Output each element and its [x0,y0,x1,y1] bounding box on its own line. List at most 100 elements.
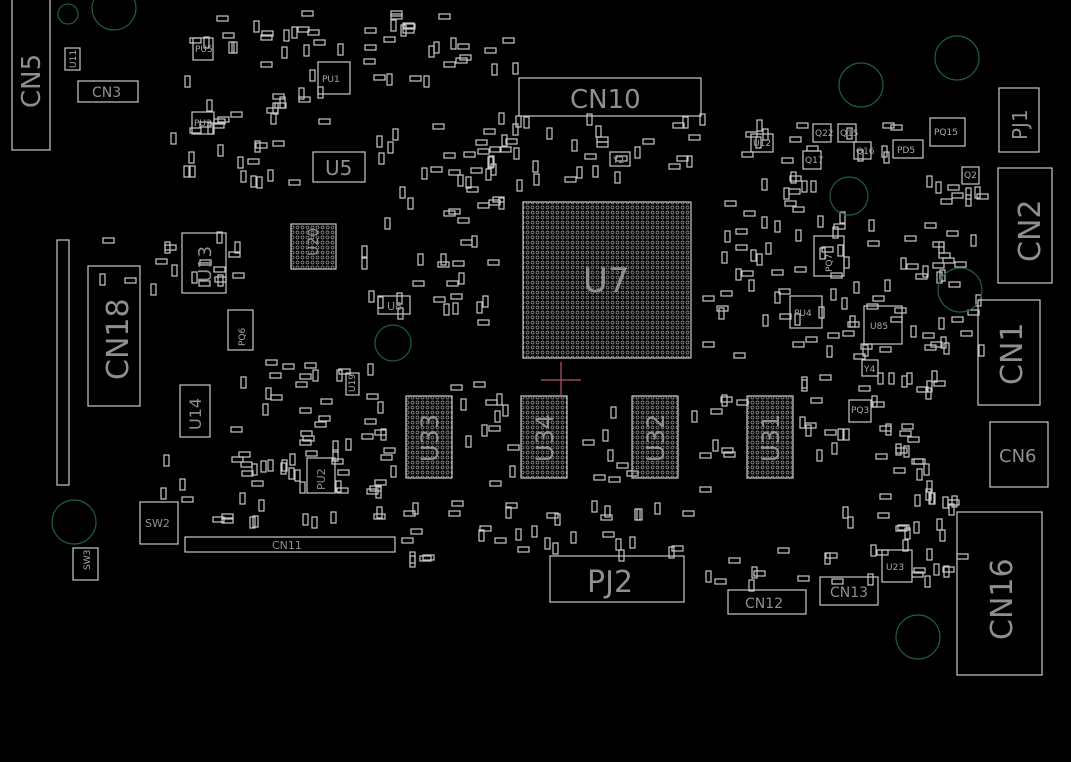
passive-pad [607,449,614,462]
svg-text:PD5: PD5 [897,146,915,156]
connector-cn12[interactable]: CN12 [727,589,807,615]
passive-pad [890,316,903,323]
chip-u5[interactable]: U5 [312,151,366,183]
passive-pad [642,138,655,145]
passive-pad [260,460,267,473]
passive-pad [913,567,926,574]
transistor-pq7[interactable]: PQ7 [813,235,845,277]
passive-pad [753,570,766,577]
connector-cn11[interactable]: CN11 [184,536,396,553]
passive-pad [778,288,791,295]
passive-pad [417,253,424,266]
passive-pad [900,257,907,270]
passive-pad [901,423,914,430]
passive-pad [318,415,331,422]
passive-pad [505,506,512,519]
chip-pu5[interactable]: PU5 [192,37,214,61]
transistor-q22[interactable]: Q22 [812,123,834,143]
passive-pad [440,253,447,266]
passive-pad [736,399,749,406]
mounting-holes [51,0,983,660]
chip-u12[interactable]: U12 [750,133,774,153]
jack-pj2[interactable]: PJ2 [549,555,685,603]
passive-pad [198,280,211,287]
transistor-q2[interactable]: Q2 [961,166,980,185]
passive-pad [191,271,198,284]
connector-cn13[interactable]: CN13 [819,576,879,606]
passive-pad [373,74,386,81]
passive-pad [604,505,611,518]
passive-pad [794,313,801,326]
passive-pad [805,424,812,437]
chip-u19[interactable]: U19 [345,372,360,396]
chip-u11[interactable]: U11 [64,47,81,71]
chip-pu2[interactable]: PU2 [306,457,336,494]
transistor-pq3[interactable]: PQ3 [848,399,872,423]
chip-u8[interactable]: U8 [377,295,411,315]
chip-pu1[interactable]: PU1 [317,61,351,95]
passive-pad [976,193,989,200]
chip-u13[interactable]: U13 [181,232,227,294]
memory-u31[interactable]: U31 [746,395,794,479]
connector-cn1[interactable]: CN1 [977,299,1041,406]
chip-u23[interactable]: U23 [881,549,913,583]
transistor-q16[interactable]: Q16 [853,141,875,160]
cpu-u7[interactable]: U7 [522,201,692,359]
connector-cn2[interactable]: CN2 [997,167,1053,284]
passive-pad [214,276,227,283]
chip-u14[interactable]: U14 [179,384,211,438]
passive-pad [761,178,768,191]
passive-pad [288,179,301,186]
switch-sw2[interactable]: SW2 [139,501,179,545]
chip-u20[interactable]: U20 [290,223,337,270]
crystal-y2[interactable]: Y2 [609,151,631,167]
passive-pad [616,462,629,469]
connector-cn5[interactable]: CN5 [11,0,51,151]
transistor-q17[interactable]: Q17 [802,150,824,170]
passive-pad [255,142,268,149]
passive-pad [364,44,377,51]
jack-pj1[interactable]: PJ1 [998,87,1040,153]
passive-pad [443,210,456,217]
svg-text:Q15: Q15 [840,129,859,139]
switch-sw3[interactable]: SW3 [72,547,99,581]
passive-pad [213,266,226,273]
passive-pad [723,451,736,458]
passive-pad [923,463,930,476]
passive-pad [368,290,375,303]
transistor-pq6[interactable]: PQ6 [227,309,254,351]
passive-pad [721,447,734,454]
crystal-y4[interactable]: Y4 [861,359,879,377]
chip-pu3[interactable]: PU3 [191,111,215,135]
passive-pad [465,435,472,448]
passive-pad [610,406,617,419]
passive-pad [895,443,902,456]
passive-pad [779,313,792,320]
passive-pad [672,122,685,129]
passive-pad [184,75,191,88]
passive-pad [199,259,212,266]
passive-pad [512,62,519,75]
passive-pad [825,552,838,559]
connector-cn6[interactable]: CN6 [989,421,1049,488]
connector-cn16[interactable]: CN16 [956,511,1043,676]
transistor-q15[interactable]: Q15 [837,123,859,143]
passive-pad [615,155,628,162]
chip-u85[interactable]: U85 [863,305,903,345]
passive-pad [819,374,832,381]
diode-pd5[interactable]: PD5 [892,139,924,159]
memory-u33[interactable]: U33 [405,395,453,479]
memory-u32[interactable]: U32 [631,395,679,479]
chip-pu4[interactable]: PU4 [789,295,823,329]
connector-cn10[interactable]: CN10 [518,77,702,117]
connector-cn3[interactable]: CN3 [77,80,139,103]
passive-pad [305,450,318,457]
connector-cn18[interactable]: CN18 [56,239,141,486]
passive-pad [237,156,244,169]
passive-pad [930,341,943,348]
passive-pad [283,29,290,42]
memory-u34[interactable]: U34 [520,395,568,479]
transistor-pq15[interactable]: PQ15 [929,117,966,147]
passive-pad [455,57,468,64]
